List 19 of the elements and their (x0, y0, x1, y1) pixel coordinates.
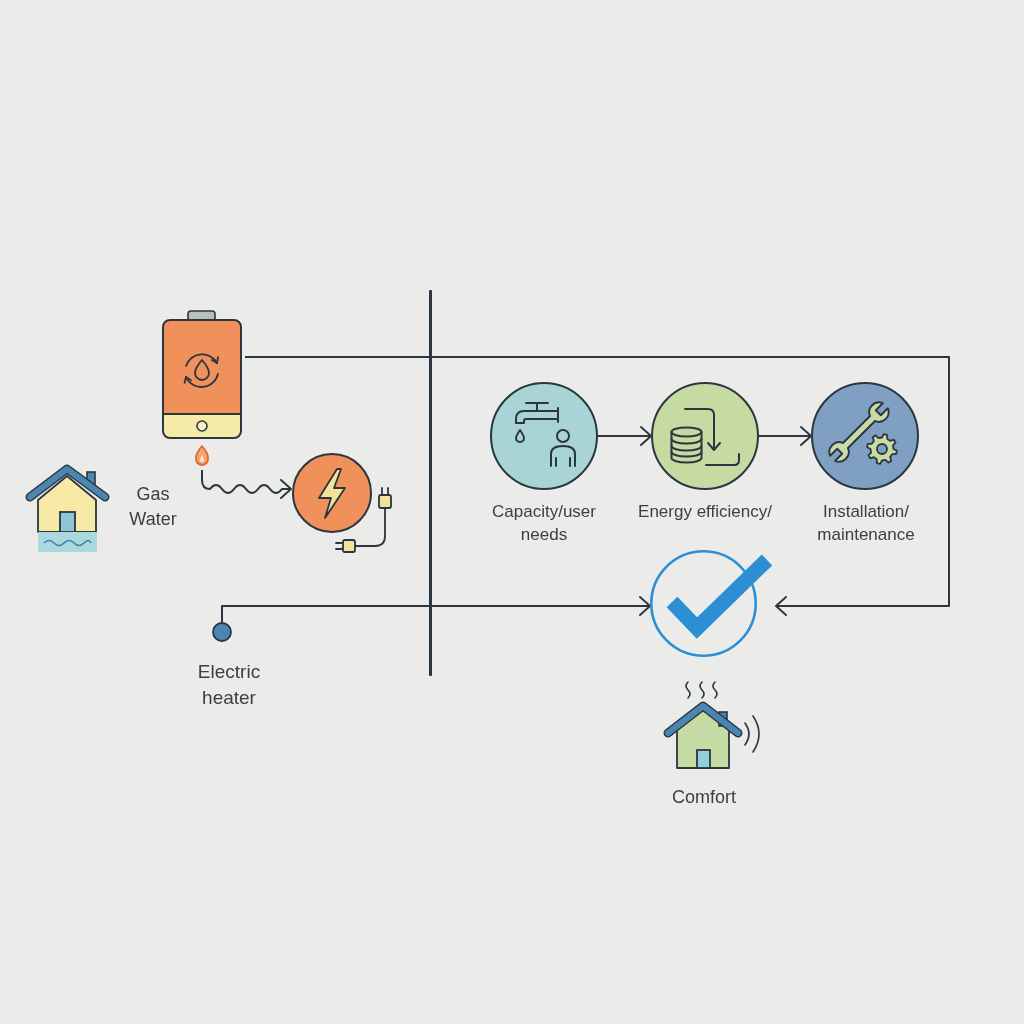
connector-line (244, 356, 430, 358)
label-text: Gas Water (128, 483, 178, 531)
caption-text: Capacity/user needs (491, 501, 597, 546)
process-circle (490, 382, 598, 490)
connector-line (221, 605, 430, 623)
arrow (431, 596, 651, 616)
arrow (431, 356, 950, 616)
caption-text: Energy efficiency/ (638, 501, 772, 523)
arrow (758, 426, 812, 446)
caption-text: Electric heater (196, 660, 262, 710)
process-circle (811, 382, 919, 490)
lightning-plug-icon (291, 452, 393, 556)
divider-line (429, 290, 432, 676)
wavy-arrow (201, 469, 292, 499)
process-circle (651, 382, 759, 490)
caption-text: Installation/ maintenance (816, 501, 916, 546)
connector-dot (212, 622, 232, 642)
label-text: Comfort (672, 786, 736, 809)
arrow (597, 426, 652, 446)
